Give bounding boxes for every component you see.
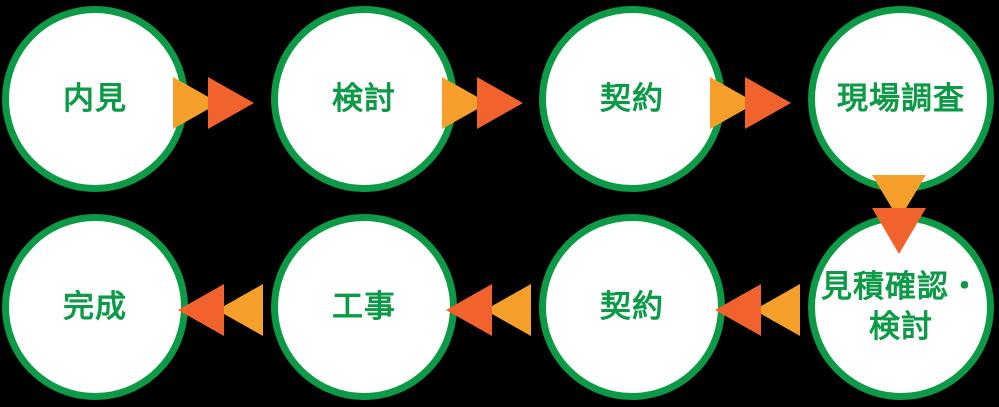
arrow-right-icon-2 xyxy=(442,77,523,129)
arrow-trailing-triangle xyxy=(217,284,263,336)
step-circle-keiyaku-2: 契約 xyxy=(539,214,725,400)
step-label-naiken: 内見 xyxy=(63,80,127,116)
arrow-right-icon-1 xyxy=(173,77,254,129)
step-label-koji: 工事 xyxy=(332,288,396,324)
step-label-mitsumori-kakunin-kento: 見積確認・ 検討 xyxy=(821,267,981,348)
arrow-down-leading-triangle xyxy=(872,208,926,254)
step-label-kansei: 完成 xyxy=(63,288,127,324)
arrow-left-icon-1 xyxy=(715,284,800,336)
arrow-right-icon-3 xyxy=(710,77,791,129)
step-label-keiyaku-2: 契約 xyxy=(600,288,664,324)
step-circle-kansei: 完成 xyxy=(2,214,188,400)
step-label-kento: 検討 xyxy=(332,80,396,116)
step-label-line-2: 検討 xyxy=(869,309,933,344)
arrow-leading-triangle xyxy=(745,77,791,129)
step-label-keiyaku-1: 契約 xyxy=(600,80,664,116)
arrow-leading-triangle xyxy=(477,77,523,129)
arrow-left-icon-3 xyxy=(178,284,263,336)
arrow-left-icon-2 xyxy=(446,284,531,336)
arrow-leading-triangle xyxy=(208,77,254,129)
arrow-leading-triangle xyxy=(715,284,761,336)
arrow-leading-triangle xyxy=(178,284,224,336)
arrow-trailing-triangle xyxy=(754,284,800,336)
step-circle-kento: 検討 xyxy=(271,6,457,192)
step-circle-naiken: 内見 xyxy=(2,6,188,192)
step-label-line-1: 見積確認・ xyxy=(821,268,981,304)
step-circle-genba-chosa: 現場調査 xyxy=(808,6,994,192)
step-label-genba-chosa: 現場調査 xyxy=(837,80,965,116)
step-circle-keiyaku-1: 契約 xyxy=(539,6,725,192)
step-circle-koji: 工事 xyxy=(271,214,457,400)
arrow-leading-triangle xyxy=(446,284,492,336)
arrow-trailing-triangle xyxy=(485,284,531,336)
